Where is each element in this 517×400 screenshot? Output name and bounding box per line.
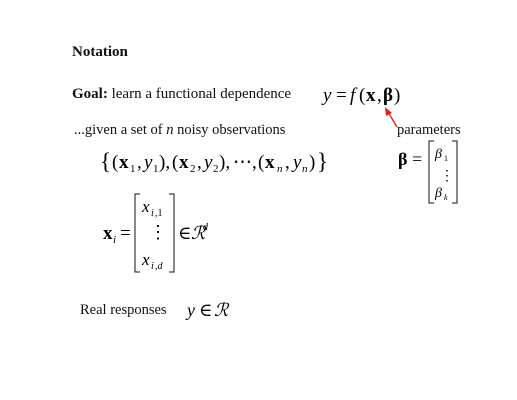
parameters-label: parameters <box>397 122 461 138</box>
svg-text:x: x <box>366 85 376 106</box>
goal-text: learn a functional dependence <box>111 86 292 102</box>
svg-text:,: , <box>137 152 142 173</box>
svg-text:i: i <box>151 208 154 219</box>
svg-text:=: = <box>336 85 347 106</box>
svg-text:k: k <box>444 193 448 202</box>
svg-text:2: 2 <box>213 163 219 175</box>
svg-text:,d: ,d <box>155 261 164 272</box>
model-equation: y = f ( x , β ) <box>321 85 400 106</box>
svg-text:2: 2 <box>190 163 196 175</box>
svg-text:(: ( <box>112 152 118 173</box>
svg-text:i: i <box>113 234 116 246</box>
svg-text:n: n <box>302 163 308 175</box>
svg-text:⋮: ⋮ <box>149 222 167 242</box>
svg-text:,1: ,1 <box>155 208 163 219</box>
svg-text:x: x <box>179 152 189 173</box>
svg-text:1: 1 <box>444 154 448 163</box>
svg-text:y: y <box>321 85 332 106</box>
svg-text:x: x <box>119 152 129 173</box>
svg-text:β: β <box>398 149 407 169</box>
svg-text:y: y <box>202 152 213 173</box>
feature-vector: x i = x i ,1 ⋮ x i ,d ∈ ℛ d <box>103 193 209 273</box>
observations-statement: ...given a set of n noisy observations <box>74 122 285 139</box>
svg-text:{: { <box>100 149 111 174</box>
observation-set: { ( x 1 , y 1 ), ( x 2 , y 2 ), ⋯, ( x n… <box>100 149 328 175</box>
svg-text:n: n <box>277 163 283 175</box>
svg-text:∈: ∈ <box>178 223 191 243</box>
svg-text:(: ( <box>359 85 365 106</box>
goal-label: Goal: <box>72 86 108 102</box>
svg-text:β: β <box>434 147 442 162</box>
svg-text:ℛ: ℛ <box>191 223 207 243</box>
svg-text:d: d <box>203 222 209 233</box>
svg-text:y: y <box>291 152 302 173</box>
svg-text:y: y <box>185 300 195 320</box>
svg-text:x: x <box>141 197 150 216</box>
svg-text:x: x <box>103 223 113 244</box>
svg-text:x: x <box>265 152 275 173</box>
slide-heading: Notation <box>72 44 128 60</box>
svg-text:=: = <box>412 149 422 169</box>
svg-text:∈: ∈ <box>199 300 212 320</box>
svg-text:): ) <box>309 152 315 173</box>
goal-statement: Goal: learn a functional dependence <box>72 86 291 103</box>
svg-text:}: } <box>317 149 328 174</box>
svg-text:,: , <box>377 85 382 106</box>
real-responses-label: Real responses <box>80 302 167 318</box>
svg-text:(: ( <box>172 152 178 173</box>
given-suffix: noisy observations <box>173 122 286 138</box>
svg-text:y: y <box>142 152 153 173</box>
svg-text:⋯,: ⋯, <box>233 152 257 173</box>
svg-text:1: 1 <box>130 163 136 175</box>
given-n: n <box>166 122 174 138</box>
given-prefix: ...given a set of <box>74 122 167 138</box>
svg-text:),: ), <box>159 152 170 173</box>
svg-text:f: f <box>350 85 358 106</box>
svg-text:x: x <box>141 250 150 269</box>
svg-text:ℛ: ℛ <box>214 300 230 320</box>
response-domain: y ∈ ℛ <box>185 300 230 320</box>
svg-text:,: , <box>197 152 202 173</box>
svg-text:=: = <box>120 223 131 244</box>
svg-text:⋮: ⋮ <box>440 169 454 184</box>
svg-text:β: β <box>383 85 393 106</box>
svg-text:β: β <box>434 186 442 201</box>
svg-text:(: ( <box>258 152 264 173</box>
svg-text:1: 1 <box>153 163 159 175</box>
svg-text:i: i <box>151 261 154 272</box>
svg-text:): ) <box>394 85 400 106</box>
svg-text:),: ), <box>219 152 230 173</box>
parameter-arrow <box>385 107 398 128</box>
parameter-vector: β = β 1 ⋮ β k <box>398 140 458 204</box>
svg-text:,: , <box>285 152 290 173</box>
